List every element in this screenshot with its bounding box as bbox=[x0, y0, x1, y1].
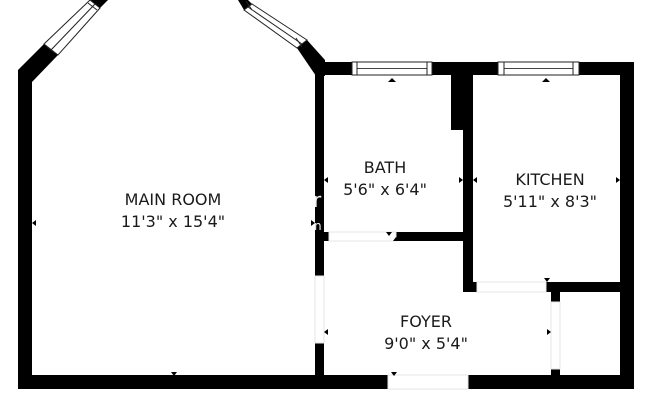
room-label-bath: BATH 5'6" x 6'4" bbox=[343, 157, 427, 201]
top-walls bbox=[316, 62, 634, 389]
dimension-markers bbox=[32, 78, 620, 376]
interior-walls bbox=[315, 62, 632, 389]
room-dimensions: 5'11" x 8'3" bbox=[502, 192, 598, 211]
room-dimensions: 11'3" x 15'4" bbox=[120, 212, 226, 231]
window-kitchen bbox=[497, 61, 580, 76]
room-name: KITCHEN bbox=[515, 170, 585, 189]
room-name: BATH bbox=[363, 158, 407, 177]
door-openings bbox=[314, 231, 561, 390]
main-room-walls bbox=[18, 0, 388, 389]
window-left-diagonal bbox=[43, 0, 101, 56]
room-label-main-room: MAIN ROOM 11'3" x 15'4" bbox=[121, 189, 225, 233]
room-name: FOYER bbox=[400, 312, 452, 331]
room-label-foyer: FOYER 9'0" x 5'4" bbox=[384, 311, 468, 355]
room-name: MAIN ROOM bbox=[124, 190, 222, 209]
window-right-diagonal bbox=[243, 0, 308, 49]
room-label-kitchen: KITCHEN 5'11" x 8'3" bbox=[503, 169, 597, 213]
watermark-fragment: n bbox=[314, 219, 322, 233]
room-dimensions: 5'6" x 6'4" bbox=[343, 180, 427, 199]
window-bath bbox=[351, 61, 433, 76]
watermark-fragment: r bbox=[313, 188, 322, 212]
room-dimensions: 9'0" x 5'4" bbox=[384, 334, 468, 353]
